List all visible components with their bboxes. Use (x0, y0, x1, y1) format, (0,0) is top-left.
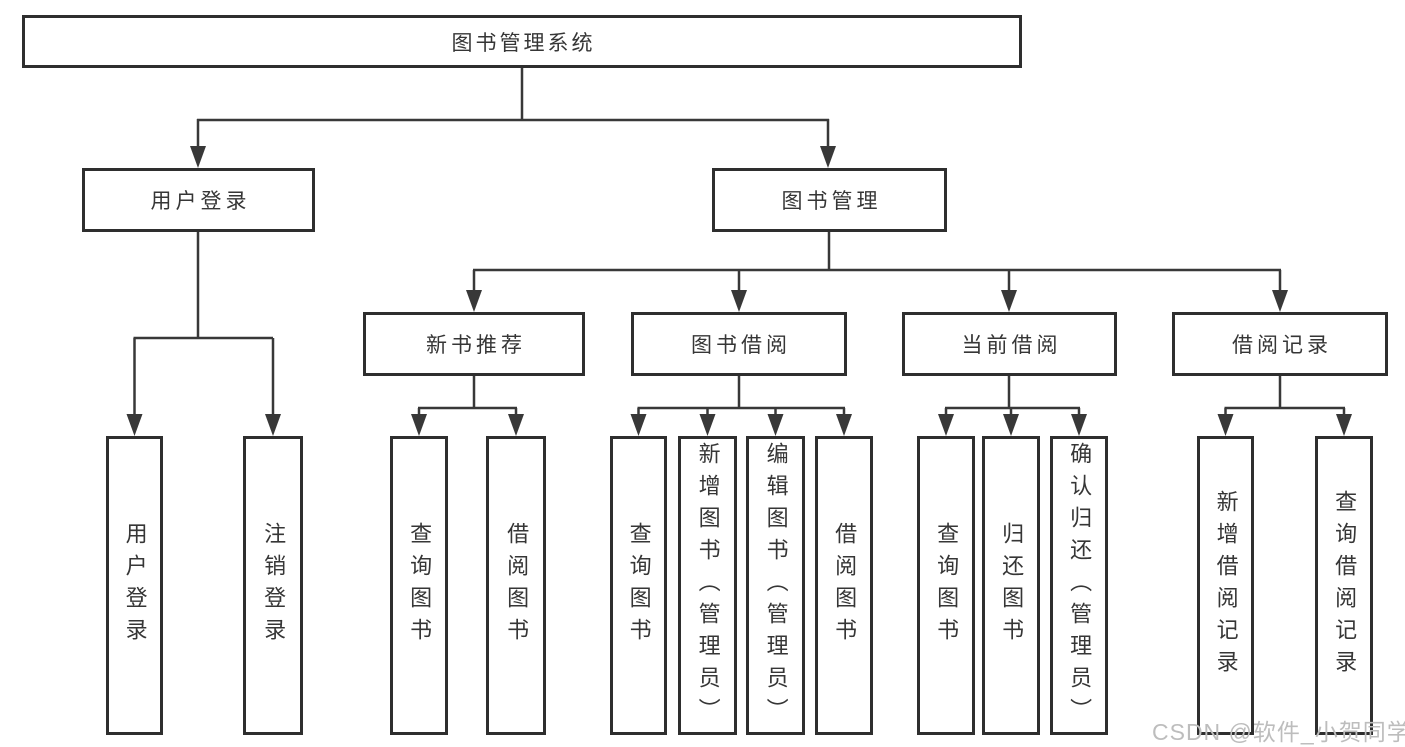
node-book-borrowing: 图书借阅 (631, 312, 847, 376)
node-label: 用户登录 (150, 190, 251, 213)
node-leaf-query-books-current: 查询图书 (917, 436, 975, 735)
node-borrowing-records: 借阅记录 (1172, 312, 1388, 376)
node-leaf-query-borrow-record: 查询借阅记录 (1315, 436, 1373, 735)
node-leaf-user-login: 用户登录 (106, 436, 163, 735)
node-user-login: 用户登录 (82, 168, 315, 232)
node-leaf-return-book: 归还图书 (982, 436, 1040, 735)
node-new-book-recommendation: 新书推荐 (363, 312, 585, 376)
node-label: 确认归还（管理员） (1067, 441, 1093, 730)
node-label: 借阅图书 (504, 521, 530, 650)
node-label: 编辑图书（管理员） (763, 441, 789, 730)
node-leaf-query-books-recommend: 查询图书 (390, 436, 448, 735)
node-label: 借阅记录 (1232, 334, 1332, 357)
node-label: 查询借阅记录 (1332, 489, 1358, 682)
node-library-management-system: 图书管理系统 (22, 15, 1022, 68)
node-label: 查询图书 (934, 521, 960, 650)
node-label: 新书推荐 (426, 334, 526, 357)
node-label: 图书管理系统 (451, 31, 596, 55)
node-leaf-logout: 注销登录 (243, 436, 303, 735)
node-label: 当前借阅 (961, 334, 1062, 357)
node-current-borrowing: 当前借阅 (902, 312, 1117, 376)
node-book-management: 图书管理 (712, 168, 947, 232)
csdn-watermark: CSDN @软件_小贺同学 (1152, 719, 1405, 745)
node-leaf-confirm-return-admin: 确认归还（管理员） (1050, 436, 1108, 735)
node-leaf-borrow-books: 借阅图书 (815, 436, 873, 735)
node-label: 用户登录 (122, 521, 148, 650)
node-label: 借阅图书 (832, 521, 858, 650)
node-label: 查询图书 (407, 521, 433, 650)
node-leaf-borrow-books-recommend: 借阅图书 (486, 436, 546, 735)
node-label: 查询图书 (626, 521, 652, 650)
node-leaf-add-book-admin: 新增图书（管理员） (678, 436, 737, 735)
node-label: 新增借阅记录 (1213, 489, 1239, 682)
node-label: 图书管理 (781, 190, 882, 213)
node-leaf-edit-book-admin: 编辑图书（管理员） (746, 436, 805, 735)
node-leaf-add-borrow-record: 新增借阅记录 (1197, 436, 1254, 735)
node-label: 新增图书（管理员） (695, 441, 721, 730)
node-label: 归还图书 (999, 521, 1025, 650)
node-label: 图书借阅 (691, 334, 791, 357)
node-leaf-query-books-borrowing: 查询图书 (610, 436, 667, 735)
node-label: 注销登录 (261, 521, 287, 650)
